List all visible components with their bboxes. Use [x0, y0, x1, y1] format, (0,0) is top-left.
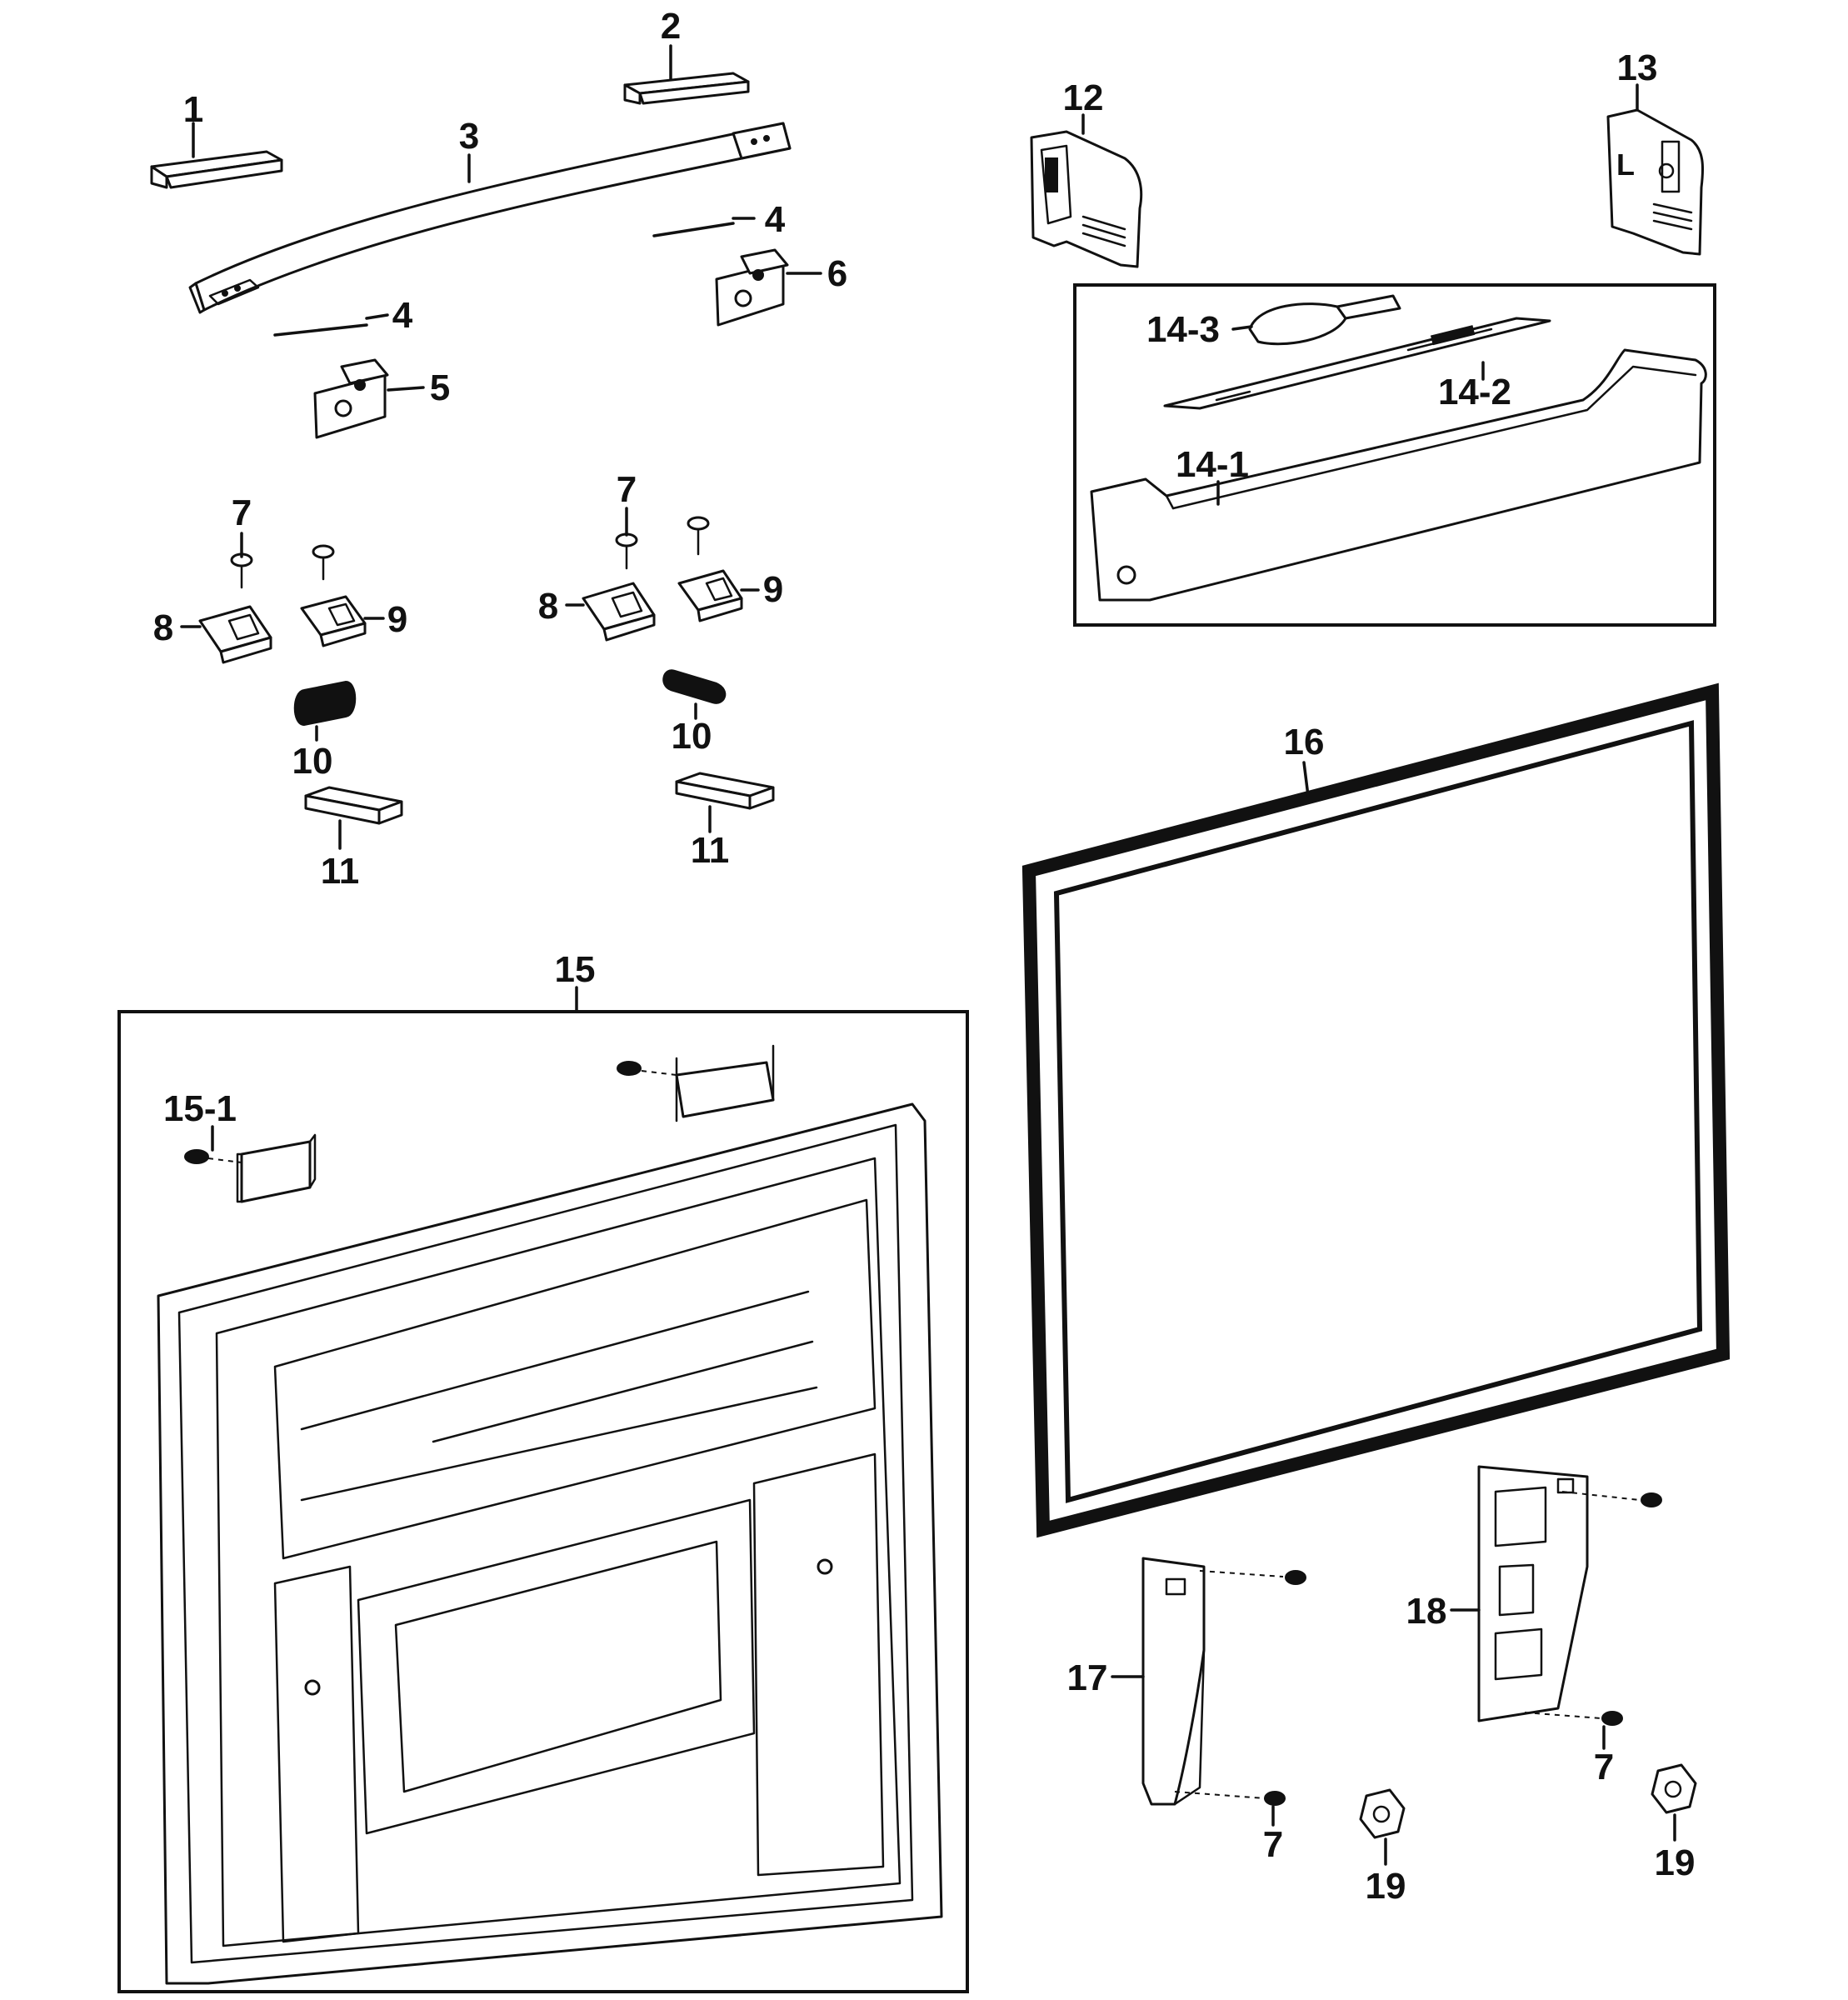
label-10b: 10: [672, 716, 712, 757]
bracket-left: [1141, 1557, 1206, 1806]
label-19b: 19: [1655, 1842, 1696, 1883]
screw-bracket-lower-right: [1524, 1711, 1623, 1726]
handle-bracket-left: [313, 358, 389, 439]
label-7d: 7: [1594, 1747, 1614, 1788]
label-8b: 8: [538, 586, 558, 627]
screw-bracket-upper-left: [1199, 1570, 1306, 1585]
label-7b: 7: [617, 469, 637, 510]
label-7a: 7: [232, 492, 252, 533]
door-top-bracket-right: [617, 1044, 775, 1122]
hinge-clip-left-a: [198, 605, 272, 664]
label-19a: 19: [1366, 1866, 1406, 1907]
label-14-2: 14-2: [1438, 372, 1511, 412]
hinge-clip-right-b: [677, 569, 743, 622]
label-2: 2: [661, 6, 681, 47]
bin-cover-rail: [1163, 317, 1551, 410]
screw-left-2: [312, 544, 335, 581]
spacer-right: [675, 772, 775, 810]
leveling-cap-left: [1359, 1788, 1406, 1839]
label-10a: 10: [292, 741, 333, 782]
hinge-cover-left: [1030, 130, 1143, 268]
label-6: 6: [827, 253, 847, 294]
label-5: 5: [430, 368, 450, 408]
label-8a: 8: [153, 608, 173, 648]
screw-left-1: [230, 552, 253, 589]
hinge-cover-right: L: [1606, 108, 1705, 256]
door-bin: [1090, 348, 1707, 602]
label-15-1: 15-1: [163, 1088, 237, 1129]
label-14-3: 14-3: [1146, 309, 1220, 350]
door-bin-assembly-box: [1073, 283, 1716, 627]
door-handle: [188, 122, 792, 314]
label-12: 12: [1063, 78, 1104, 118]
label-7c: 7: [1263, 1824, 1283, 1865]
label-9b: 9: [763, 569, 783, 610]
screw-right-1: [615, 532, 638, 570]
bin-cover-knob: [1248, 294, 1401, 346]
label-9a: 9: [387, 599, 407, 640]
freezer-door: [157, 1102, 943, 1985]
magnet-right: [662, 669, 727, 704]
decal-text: L: [1616, 148, 1635, 182]
bracket-right: [1477, 1465, 1589, 1722]
label-14-1: 14-1: [1176, 444, 1249, 485]
label-13: 13: [1617, 48, 1658, 88]
label-18: 18: [1406, 1591, 1447, 1632]
callout-labels: 1 2 3 4 4 5 6 7 7 8 9 8 9 10 10 11 11 12…: [153, 6, 1696, 1907]
label-11b: 11: [691, 830, 730, 871]
door-gasket: [1021, 682, 1731, 1538]
label-4b: 4: [392, 295, 413, 336]
spacer-left: [304, 786, 403, 825]
label-11a: 11: [321, 851, 360, 892]
leveling-cap-right: [1651, 1763, 1697, 1814]
screw-bracket-lower-left: [1174, 1791, 1286, 1806]
handle-pin-upper: [652, 222, 735, 238]
handle-cap-right: [623, 72, 750, 105]
leader-lines: [180, 44, 1676, 1866]
label-1: 1: [183, 89, 203, 130]
label-16: 16: [1284, 722, 1325, 762]
label-17: 17: [1067, 1658, 1108, 1698]
screw-bracket-upper-right: [1561, 1491, 1662, 1508]
screw-right-2: [687, 516, 710, 556]
handle-bracket-right: [715, 248, 789, 327]
magnet-left: [293, 680, 357, 727]
handle-pin-lower: [273, 323, 368, 337]
hinge-clip-right-a: [582, 582, 656, 642]
freezer-door-assembly-box: [117, 1010, 969, 1993]
label-15: 15: [555, 949, 596, 990]
label-3: 3: [459, 116, 479, 157]
hinge-clip-left-b: [300, 595, 367, 648]
label-4a: 4: [765, 199, 786, 240]
door-top-bracket-left: [184, 1133, 317, 1203]
handle-cap-left: [150, 150, 283, 189]
